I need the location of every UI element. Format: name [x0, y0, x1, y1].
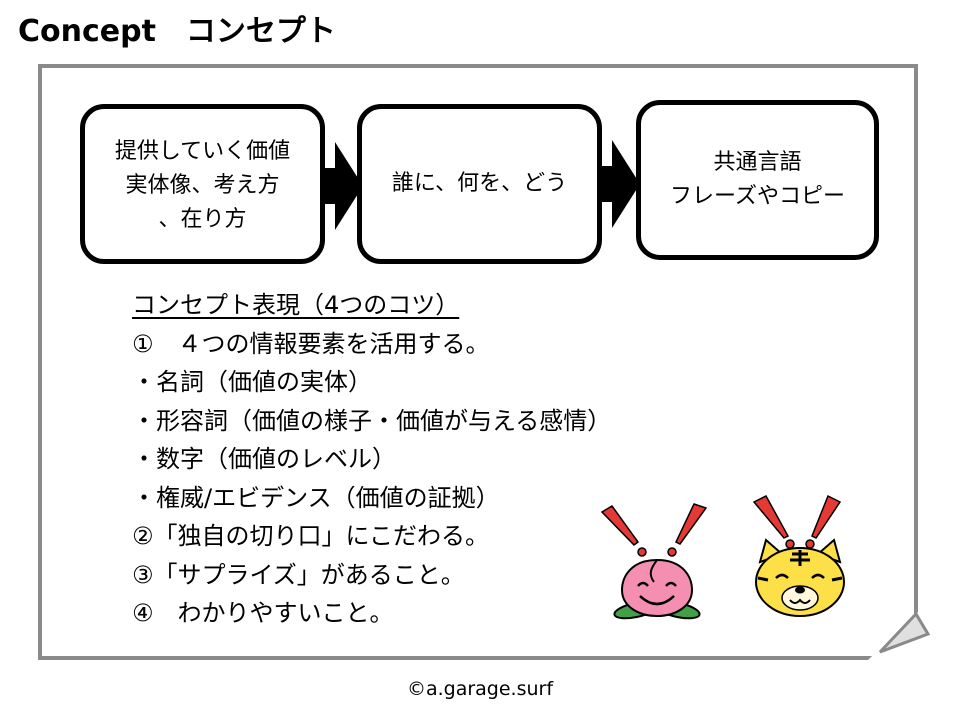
tip-line: ③「サプライズ」があること。	[132, 560, 465, 589]
page-title: Concept コンセプト	[18, 14, 336, 49]
arrow-right-icon	[323, 142, 363, 230]
tip-line: ・権威/エビデンス（価値の証拠）	[132, 483, 500, 512]
flow-step-label: 共通言語 フレーズやコピー	[670, 150, 845, 209]
concept-tips: コンセプト表現（4つのコツ） ① ４つの情報要素を活用する。 ・名詞（価値の実体…	[132, 286, 611, 633]
tiger-icon	[752, 494, 845, 617]
copyright-credit: ©a.garage.surf	[406, 678, 554, 700]
tip-line: ・形容詞（価値の様子・価値が与える感情）	[132, 406, 612, 435]
tip-line: ・名詞（価値の実体）	[132, 368, 372, 396]
tips-heading: コンセプト表現（4つのコツ）	[132, 291, 460, 319]
tip-line: ④ わかりやすいこと。	[132, 599, 394, 627]
flow-step-label: 誰に、何を、どう	[391, 171, 568, 196]
tip-line: ・数字（価値のレベル）	[132, 445, 396, 473]
arrow-right-icon	[600, 140, 640, 228]
peach-icon	[600, 503, 708, 620]
flow-step-value: 提供していく価値 実体像、考え方 、在り方	[80, 104, 325, 264]
flow-step-target: 誰に、何を、どう	[357, 104, 602, 264]
tip-line: ②「独自の切り口」にこだわる。	[132, 522, 490, 550]
tip-line: ① ４つの情報要素を活用する。	[132, 329, 490, 358]
flow-step-language: 共通言語 フレーズやコピー	[636, 100, 879, 260]
flow-step-label: 提供していく価値 実体像、考え方 、在り方	[114, 139, 291, 232]
